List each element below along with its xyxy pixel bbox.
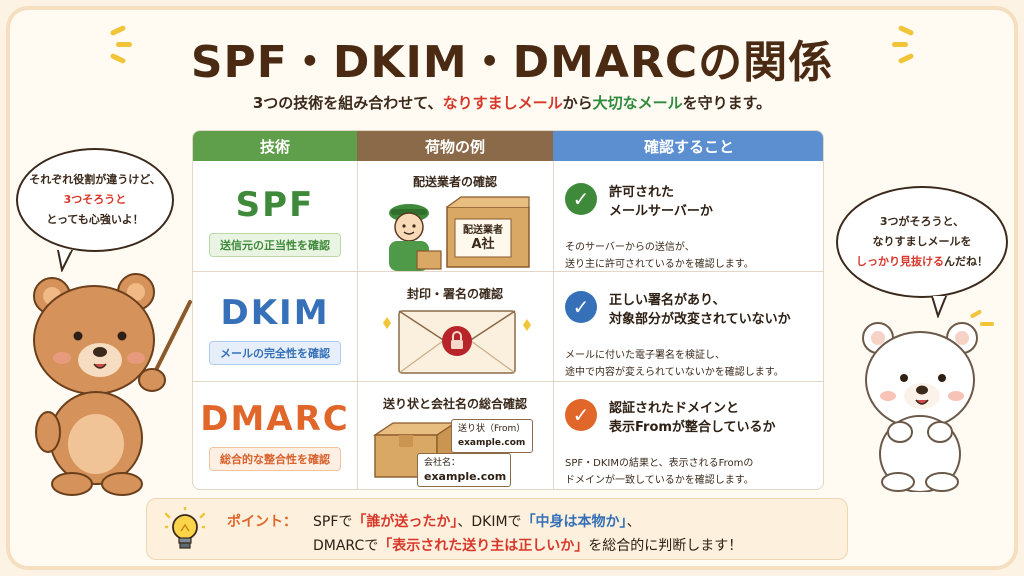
bubble-line: それぞれ役割が違うけど、 [29, 173, 161, 186]
tech-name: DMARC [200, 399, 350, 439]
right-speech-bubble: 3つがそろうと、 なりすましメールを しっかり見抜けるんだね！ [836, 186, 1008, 298]
comparison-table: 技術 荷物の例 確認すること SPF 送信元の正当性を確認 配送業者の確認 配送… [192, 130, 824, 490]
check-head: 正しい署名があり、 対象部分が改変されていないか [609, 291, 791, 329]
subtitle-red: なりすましメール [442, 94, 563, 112]
check-desc-line: SPF・DKIMの結果と、表示されるFromの [565, 458, 754, 469]
box-label-line: 配送業者 [463, 225, 503, 236]
brown-bear-icon [33, 273, 192, 496]
check-desc-line: 送り主に許可されているかを確認します。 [565, 259, 754, 270]
check-head-line: 対象部分が改変されていないか [609, 312, 791, 327]
from-label: 送り状（From） example.com [451, 419, 533, 453]
check-desc-line: 途中で内容が変えられていないかを確認します。 [565, 367, 784, 378]
sparkle-icon [970, 310, 994, 326]
example-title: 封印・署名の確認 [406, 287, 503, 301]
divider [357, 161, 358, 489]
subtitle: 3つの技術を組み合わせて、なりすましメールから大切なメールを守ります。 [0, 92, 1024, 113]
delivery-worker-icon [389, 196, 530, 271]
envelope-icon [383, 310, 531, 374]
point-quote-red: 「誰が送ったか」 [352, 514, 458, 530]
bubble-line: なりすましメールを [872, 235, 972, 248]
bubble-line: とっても心強いよ！ [46, 213, 144, 226]
divider [193, 271, 823, 272]
tech-badge: メールの完全性を確認 [209, 341, 341, 365]
point-text: を総合的に判断します！ [588, 538, 743, 554]
tech-dmarc: DMARC 総合的な整合性を確認 [193, 399, 357, 471]
bubble-line-red: 3つそろうと [63, 193, 127, 206]
point-text: 、DKIMで [457, 514, 522, 530]
from-label-line: example.com [458, 438, 526, 448]
point-line-2: DMARCで「表示された送り主は正しいか」を総合的に判断します！ [313, 535, 742, 555]
subtitle-post: を守ります。 [682, 94, 772, 112]
company-label-line: 会社名： [424, 458, 461, 468]
bubble-tail [930, 296, 948, 318]
header-check: 確認すること [553, 131, 823, 161]
check-head-line: 認証されたドメインと [609, 401, 740, 416]
check-circle-icon: ✓ [565, 399, 597, 431]
point-text: DMARCで [313, 538, 379, 554]
check-desc-line: そのサーバーからの送信が、 [565, 242, 695, 253]
check-desc-line: ドメインが一致しているかを確認します。 [565, 475, 754, 486]
company-label-line: example.com [424, 470, 507, 483]
tech-badge: 送信元の正当性を確認 [209, 233, 341, 257]
header-example: 荷物の例 [357, 131, 553, 161]
check-head-line: 許可された [609, 185, 675, 200]
bubble-tail [56, 250, 74, 272]
bubble-line-post: んだね！ [944, 255, 988, 268]
tech-dkim: DKIM メールの完全性を確認 [193, 293, 357, 365]
point-text: SPFで [313, 514, 353, 530]
bubble-line-red: しっかり見抜ける [856, 255, 944, 268]
point-text: 、 [626, 514, 641, 530]
from-label-line: 送り状（From） [458, 424, 526, 434]
point-box: ポイント： SPFで「誰が送ったか」、DKIMで「中身は本物か」、 DMARCで… [146, 498, 848, 560]
tech-spf: SPF 送信元の正当性を確認 [193, 185, 357, 257]
tech-badge: 総合的な整合性を確認 [209, 447, 341, 471]
point-quote-red: 「表示された送り主は正しいか」 [378, 538, 589, 554]
example-title: 送り状と会社名の総合確認 [382, 397, 527, 411]
divider [553, 161, 554, 489]
point-line-1: SPFで「誰が送ったか」、DKIMで「中身は本物か」、 [313, 511, 641, 531]
point-quote-blue: 「中身は本物か」 [521, 514, 627, 530]
example-title: 配送業者の確認 [412, 175, 497, 189]
check-desc: SPF・DKIMの結果と、表示されるFromの ドメインが一致しているかを確認し… [565, 455, 821, 489]
bubble-line: 3つがそろうと、 [879, 215, 965, 228]
box-label-line: A社 [471, 237, 495, 252]
tech-name: DKIM [220, 293, 330, 333]
header-tech: 技術 [193, 131, 357, 161]
divider [193, 381, 823, 382]
left-speech-bubble: それぞれ役割が違うけど、 3つそろうと とっても心強いよ！ [16, 148, 174, 252]
check-head-line: メールサーバーか [609, 204, 713, 219]
check-head: 許可された メールサーバーか [609, 183, 713, 221]
page-title: SPF・DKIM・DMARCの関係 [190, 37, 834, 88]
white-bear-icon [862, 322, 978, 492]
check-head-line: 表示Fromが整合しているか [609, 420, 776, 435]
subtitle-pre: 3つの技術を組み合わせて、 [252, 94, 443, 112]
check-desc: そのサーバーからの送信が、 送り主に許可されているかを確認します。 [565, 239, 821, 273]
subtitle-green: 大切なメール [592, 94, 683, 112]
check-head: 認証されたドメインと 表示Fromが整合しているか [609, 399, 776, 437]
point-label: ポイント： [227, 514, 297, 530]
lightbulb-icon [165, 507, 205, 549]
box-label: 配送業者 A社 [455, 224, 511, 252]
tech-name: SPF [235, 185, 315, 225]
company-label: 会社名： example.com [417, 453, 511, 487]
check-circle-icon: ✓ [565, 183, 597, 215]
check-desc-line: メールに付いた電子署名を検証し、 [565, 350, 725, 361]
subtitle-mid: から [562, 94, 593, 112]
check-head-line: 正しい署名があり、 [609, 293, 726, 308]
check-desc: メールに付いた電子署名を検証し、 途中で内容が変えられていないかを確認します。 [565, 347, 821, 381]
check-circle-icon: ✓ [565, 291, 597, 323]
